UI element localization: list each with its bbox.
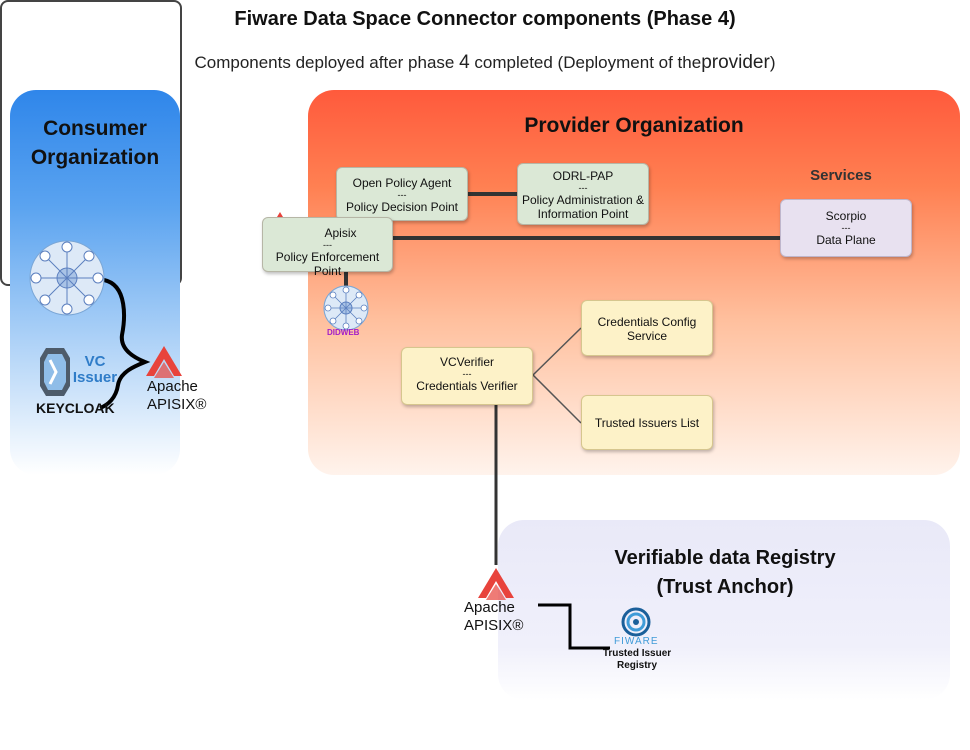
scorpio-box: Scorpio---Data Plane — [780, 199, 912, 257]
didweb-label: DIDWEB — [327, 328, 360, 337]
provider-title: Provider Organization — [524, 114, 744, 137]
vcverifier-box: VCVerifier---Credentials Verifier — [401, 347, 533, 405]
apisix-logo-registry — [478, 568, 514, 600]
verifier-config-link — [532, 327, 582, 376]
consumer-title: Consumer Organization — [30, 117, 160, 169]
keycloak-label: KEYCLOAK — [36, 400, 115, 416]
registry-title: Verifiable data Registry (Trust Anchor) — [614, 547, 836, 598]
consumer-brace — [99, 278, 151, 410]
diagram-title: Fiware Data Space Connector components (… — [234, 8, 736, 30]
apisix-text-registry: Apache APISIX® — [464, 599, 524, 634]
vc-issuer-label: VC Issuer — [72, 353, 118, 386]
keycloak-icon — [40, 348, 70, 396]
trusted-issuer-registry-label: Trusted Issuer Registry — [602, 648, 672, 671]
verifiable-data-registry-region — [498, 520, 950, 700]
apisix-logo-consumer — [146, 346, 182, 378]
verifier-til-link — [532, 374, 582, 424]
diagram-subtitle: Components deployed after phase 4 comple… — [194, 52, 776, 73]
apisix-text-consumer: Apache APISIX® — [147, 378, 207, 413]
fiware-logo-icon — [621, 607, 651, 637]
fiware-logo-text: FIWARE — [614, 636, 659, 647]
trusted-issuers-list-box: Trusted Issuers List — [581, 395, 713, 450]
did-web-icon — [29, 240, 105, 316]
services-title: Services — [810, 167, 872, 184]
apisix-tir-link — [538, 603, 610, 650]
apisix-pep-box: Apisix---Policy Enforcement Point — [262, 217, 393, 278]
didweb-icon — [323, 285, 369, 331]
opa-box: Open Policy Agent---Policy Decision Poin… — [336, 167, 468, 221]
odrl-pap-box: ODRL-PAP---Policy Administration &Inform… — [517, 163, 649, 225]
